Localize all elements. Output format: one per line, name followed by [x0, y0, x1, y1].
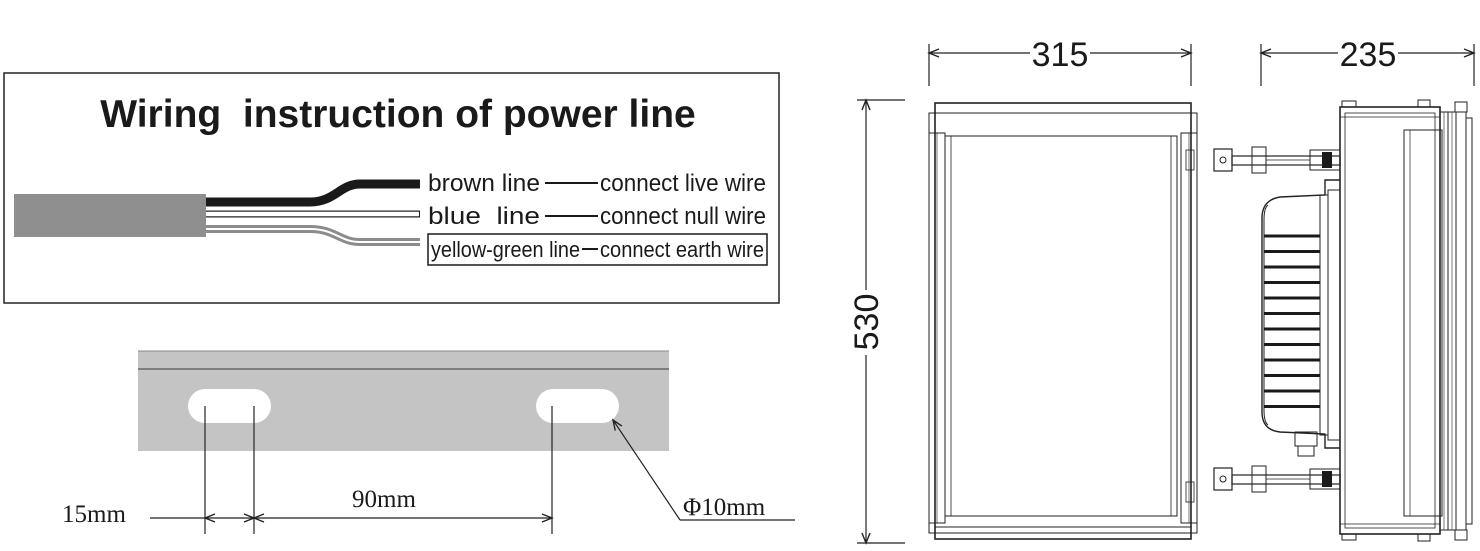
- wiring-title: Wiring instruction of power line: [100, 93, 695, 136]
- blue-connect-label: connect null wire: [600, 203, 766, 230]
- side-view: [1213, 99, 1473, 542]
- wiring-panel: Wiring instruction of power line brown l…: [3, 72, 780, 304]
- cable-jacket: [14, 194, 206, 237]
- brown-wire: [206, 179, 420, 207]
- dim-width: 315: [1032, 36, 1089, 74]
- slot-hole-left: [188, 389, 271, 423]
- earth-line-label: yellow-green line: [431, 237, 580, 262]
- dim-height: 530: [848, 294, 886, 351]
- earth-connect-label: connect earth wire: [600, 237, 764, 262]
- slot-hole-right: [536, 389, 619, 423]
- dim-90mm: 90mm: [352, 486, 416, 513]
- dim-hole-diameter: Φ10mm: [683, 494, 766, 521]
- brown-line-label: brown line: [428, 170, 540, 197]
- heat-sink-fins: [1264, 234, 1320, 408]
- dim-15mm: 15mm: [62, 501, 126, 528]
- brown-connect-label: connect live wire: [600, 170, 766, 197]
- front-view: [928, 102, 1198, 540]
- mounting-bracket: [138, 350, 669, 451]
- bracket-dimensions: [150, 406, 795, 534]
- dim-depth: 235: [1340, 36, 1397, 74]
- blue-line-label: blue line: [428, 203, 540, 230]
- overall-dimensions: [857, 44, 1476, 545]
